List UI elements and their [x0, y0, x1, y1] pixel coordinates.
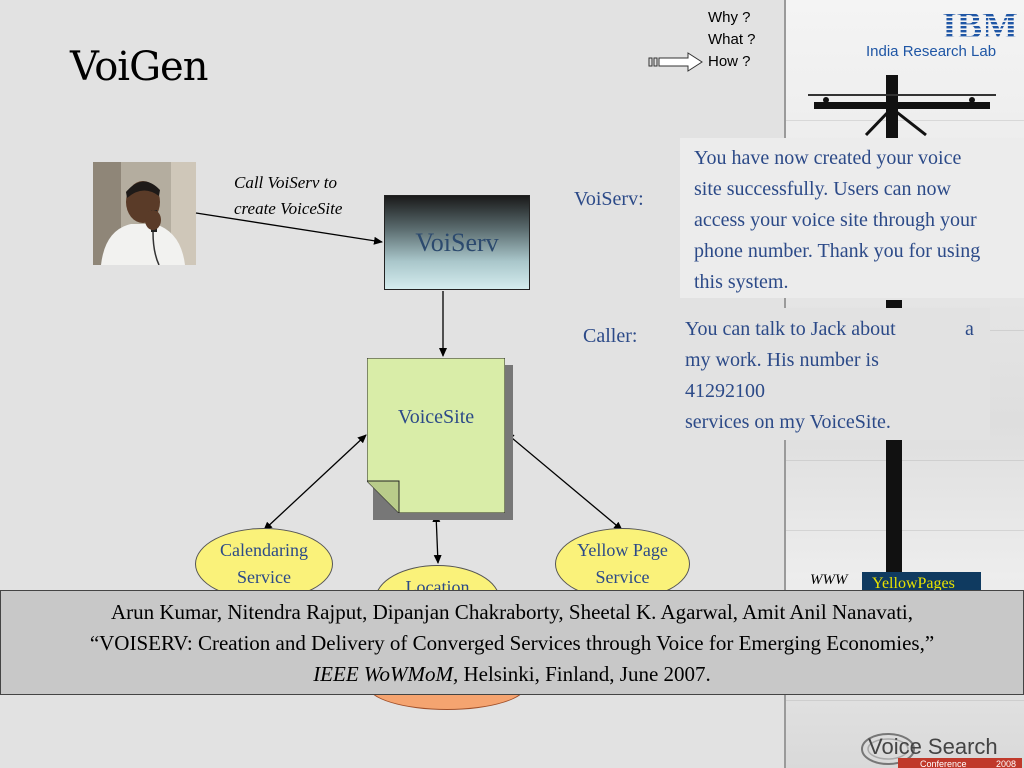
citation-venue: IEEE WoWMoM, Helsinki, Finland, June 200… [313, 662, 711, 686]
www-label: WWW [810, 572, 848, 588]
ibm-logo: IBM [942, 6, 1018, 42]
voiserv-speaker-label: VoiServ: [574, 188, 644, 210]
ibm-subtitle: India Research Lab [866, 43, 997, 60]
voicesite-yellowpage-arrow [505, 432, 623, 531]
voice-search-conference-logo: Voice Search Conference 2008 [861, 733, 1022, 768]
caller-photo [93, 162, 196, 265]
nav-menu: Why ? What ? How ? [708, 7, 756, 73]
call-arrow [195, 212, 383, 245]
yellow-page-service-oval: Yellow Page Service [555, 528, 690, 600]
voicesite-location-arrow [432, 513, 442, 564]
svg-text:Voice Search: Voice Search [868, 734, 998, 759]
caller-message-box: You can talk to Jack about a my work. Hi… [676, 308, 990, 440]
voiserv-message-box: You have now created your voice site suc… [680, 138, 1024, 298]
nav-item-why[interactable]: Why ? [708, 9, 751, 26]
svg-text:Conference: Conference [920, 759, 967, 768]
slide-title: VoiGen [70, 44, 208, 90]
voicesite-note [367, 358, 505, 513]
citation-box: Arun Kumar, Nitendra Rajput, Dipanjan Ch… [0, 590, 1024, 695]
nav-item-how[interactable]: How ? [708, 53, 751, 70]
caller-speaker-label: Caller: [583, 325, 638, 347]
svg-text:IBM: IBM [942, 6, 1018, 42]
voicesite-calendar-arrow [263, 434, 367, 531]
arrow-right-icon [648, 52, 703, 72]
voiserv-box: VoiServ [384, 195, 530, 290]
calendaring-service-oval: Calendaring Service [195, 528, 333, 600]
citation-authors: Arun Kumar, Nitendra Rajput, Dipanjan Ch… [110, 600, 914, 624]
citation-title: “VOISERV: Creation and Delivery of Conve… [89, 631, 935, 655]
nav-item-what[interactable]: What ? [708, 31, 756, 48]
voicesite-label: VoiceSite [397, 406, 475, 428]
svg-text:2008: 2008 [996, 759, 1016, 768]
call-voiserv-label: Call VoiServ to create VoiceSite [234, 173, 343, 218]
